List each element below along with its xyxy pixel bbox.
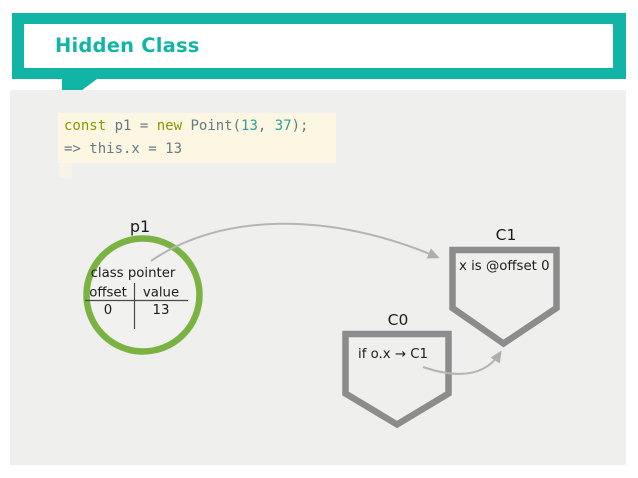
table-cell-offset-0: 0: [104, 303, 112, 318]
code-line-2: => this.x = 13: [64, 141, 183, 157]
code-block: const p1 = new Point(13, 37); => this.x …: [58, 113, 336, 163]
code-token-new: new: [156, 118, 183, 134]
pointer-arrow-p1-to-c1: [150, 222, 440, 262]
table-header-offset: offset: [89, 286, 127, 301]
code-block-tail: [59, 163, 72, 178]
code-token-assign: p1 =: [106, 118, 157, 134]
title-box: Hidden Class: [24, 24, 613, 68]
title-banner: Hidden Class: [12, 13, 626, 79]
class-c1-shape: [449, 246, 560, 348]
transition-arrow-c0-to-c1: [422, 350, 502, 375]
table-header-value: value: [143, 286, 179, 301]
code-token-arg1: 13: [241, 118, 258, 134]
class-pointer-label: class pointer: [91, 266, 176, 281]
class-c0-label: C0: [388, 311, 409, 329]
table-cell-value-13: 13: [153, 303, 170, 318]
slide-title: Hidden Class: [55, 34, 200, 57]
class-c0-body: if o.x → C1: [358, 347, 428, 362]
code-token-comma: ,: [257, 118, 275, 134]
class-c1-body: x is @offset 0: [459, 259, 550, 274]
code-token-call: Point(: [182, 118, 242, 134]
object-circle: [83, 235, 203, 355]
code-token-arg2: 37: [274, 118, 292, 134]
code-token-const: const: [64, 118, 107, 134]
code-token-close: );: [291, 118, 309, 134]
class-c0-shape: [342, 330, 452, 429]
class-c1-label: C1: [496, 226, 517, 244]
code-line-1: const p1 = new Point(13, 37);: [64, 115, 336, 138]
object-label: p1: [130, 217, 150, 236]
